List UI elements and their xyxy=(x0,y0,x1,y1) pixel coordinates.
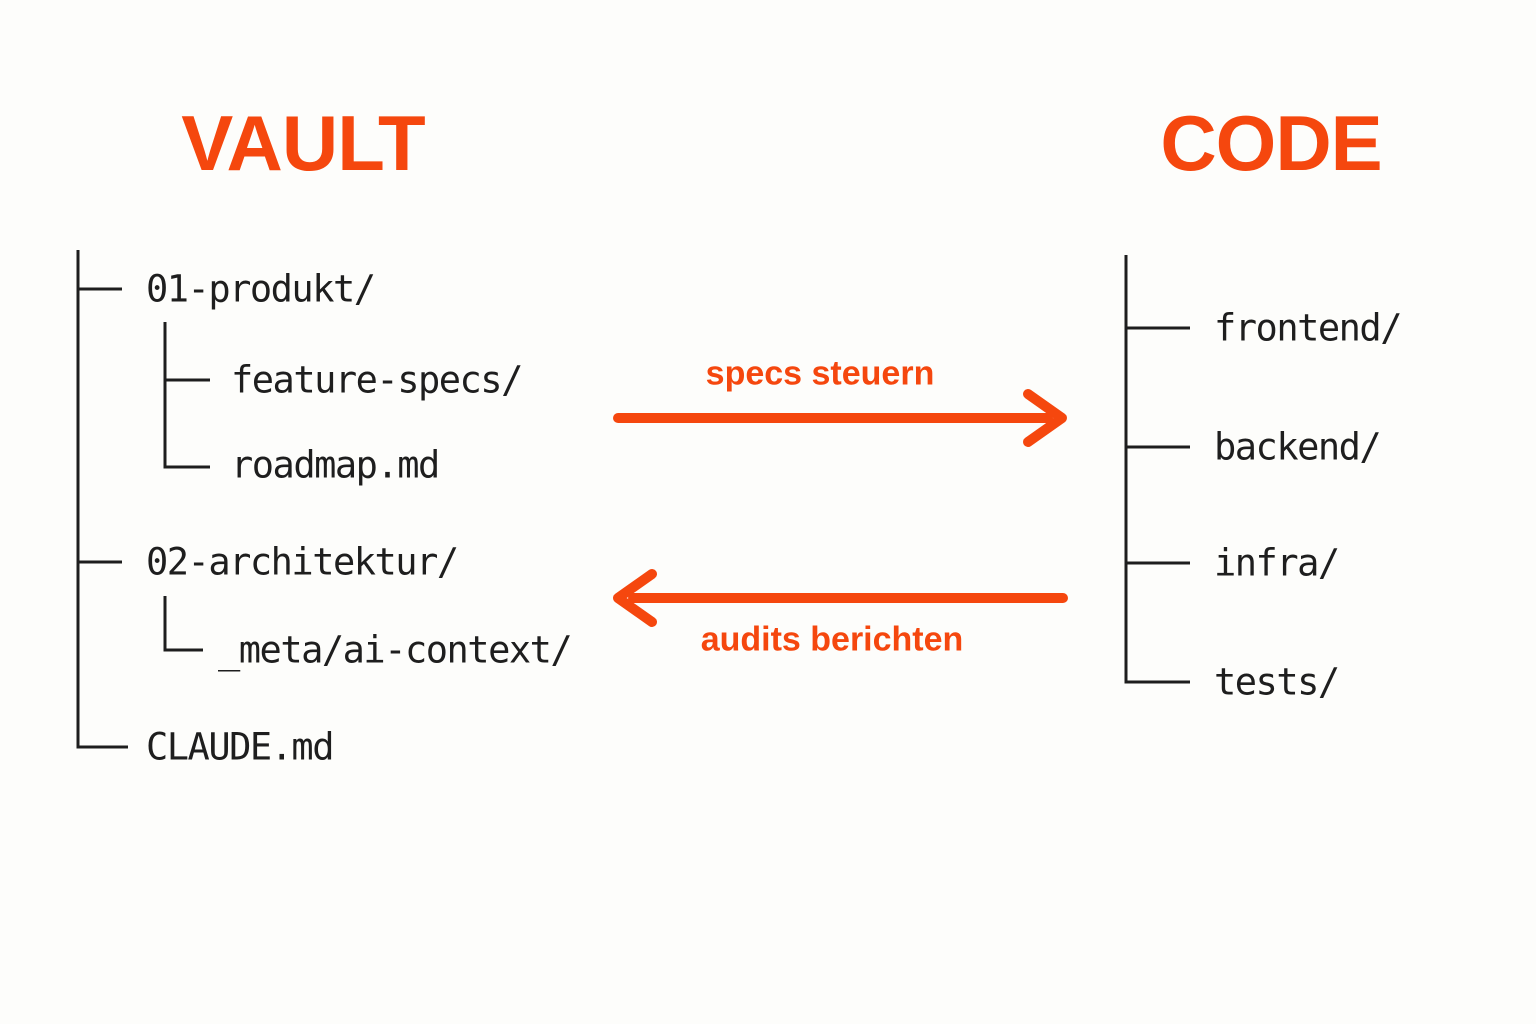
vault-subtrunk-01 xyxy=(163,322,210,469)
arrow-right-head-icon xyxy=(1023,389,1067,447)
vault-item-claude-md: CLAUDE.md xyxy=(146,725,334,769)
vault-subtrunk-02 xyxy=(163,596,203,652)
vault-trunk-line xyxy=(76,250,128,749)
code-item-tests: tests/ xyxy=(1214,660,1340,704)
arrow-label-audits-berichten: audits berichten xyxy=(700,620,964,659)
vault-item-02-architektur: 02-architektur/ xyxy=(146,540,459,584)
vault-item-01-produkt: 01-produkt/ xyxy=(146,267,376,311)
arrow-label-specs-steuern: specs steuern xyxy=(705,354,935,393)
code-item-infra: infra/ xyxy=(1214,541,1340,585)
vault-item-feature-specs: feature-specs/ xyxy=(231,358,523,402)
arrow-right-specs xyxy=(613,389,1067,447)
vault-item-roadmap-md: roadmap.md xyxy=(231,443,440,487)
code-item-frontend: frontend/ xyxy=(1214,306,1402,350)
vault-title: VAULT xyxy=(181,99,425,187)
vault-tree-lines xyxy=(76,250,210,749)
code-trunk-line xyxy=(1124,255,1190,684)
code-title: CODE xyxy=(1160,99,1382,187)
vault-item-meta-ai-context: _meta/ai-context/ xyxy=(218,628,573,672)
code-item-backend: backend/ xyxy=(1214,425,1382,469)
code-tree-lines xyxy=(1124,255,1190,684)
arrow-left-head-icon xyxy=(613,569,657,627)
arrow-left-audits xyxy=(613,569,1068,627)
